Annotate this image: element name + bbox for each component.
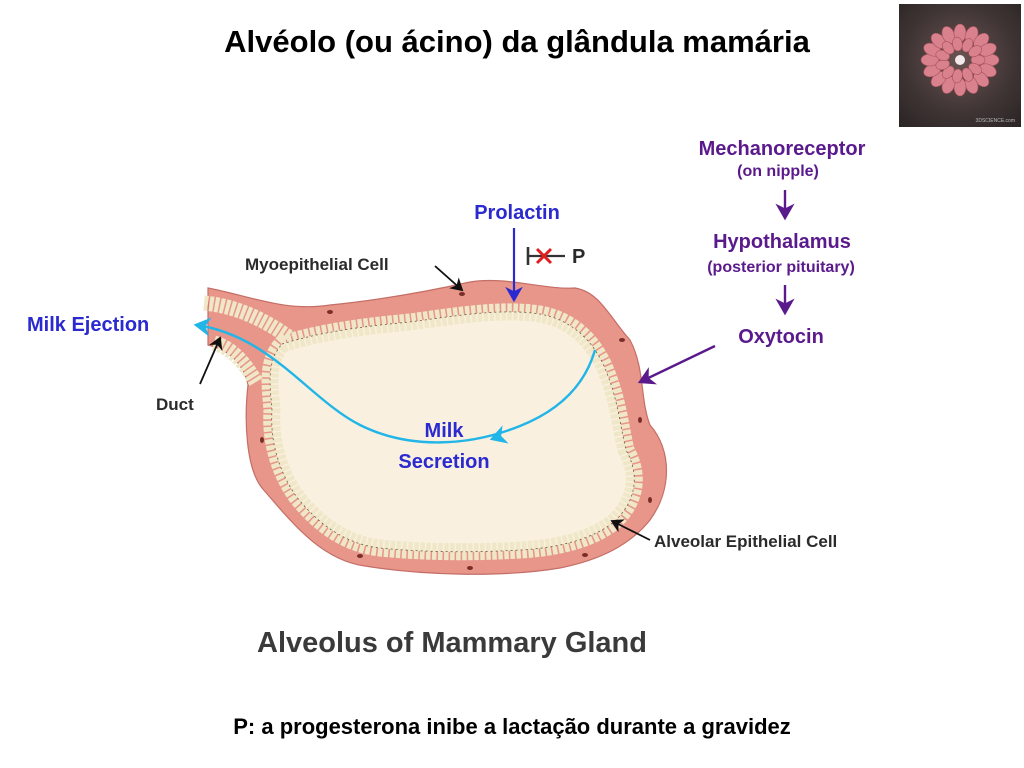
- alveolar-epithelial-cell-label: Alveolar Epithelial Cell: [654, 532, 837, 551]
- duct-label: Duct: [156, 395, 194, 414]
- milk-secretion-arrowhead: [489, 425, 509, 444]
- myoepithelial-cell-label: Myoepithelial Cell: [245, 255, 389, 274]
- thumbnail-caption: 3DSCIENCE.com: [975, 118, 1015, 124]
- duct-lower-wall: [211, 335, 263, 386]
- prolactin-label: Prolactin: [474, 202, 560, 224]
- oxytocin-label: Oxytocin: [738, 326, 824, 348]
- alveolus-3d-image: [920, 23, 1000, 97]
- nucleus: [357, 554, 363, 558]
- nucleus: [467, 566, 473, 570]
- nucleus: [648, 497, 652, 503]
- nucleus: [260, 437, 264, 443]
- inhibition-cross-icon: [535, 247, 553, 265]
- slide-title: Alvéolo (ou ácino) da glândula mamária: [224, 24, 810, 59]
- thumbnail-lobules: [920, 23, 1000, 97]
- secretion-label: Secretion: [398, 451, 489, 473]
- on-nipple-label: (on nipple): [737, 163, 819, 180]
- nucleus: [582, 553, 588, 557]
- thumbnail-lobule: [952, 36, 963, 52]
- posterior-pituitary-label: (posterior pituitary): [707, 259, 855, 276]
- oxytocin-arrow: [637, 344, 716, 385]
- nucleus: [619, 338, 625, 342]
- duct-pointer: [199, 336, 223, 385]
- milk-flow-arrow: [193, 317, 597, 444]
- thumbnail-center: [955, 55, 965, 65]
- thumbnail-lobule: [941, 41, 955, 55]
- thumbnail-lobule: [961, 67, 974, 82]
- alveolus-3d-thumbnail: 3DSCIENCE.com: [899, 4, 1021, 127]
- nucleus: [459, 292, 465, 296]
- milk-ejection-label: Milk Ejection: [27, 314, 149, 336]
- nucleus: [638, 417, 642, 423]
- hypothalamus-label: Hypothalamus: [713, 231, 851, 253]
- milk-label: Milk: [425, 420, 465, 442]
- duct-upper-wall: [203, 295, 295, 345]
- progesterone-label: P: [572, 246, 585, 268]
- thumbnail-lobule: [968, 45, 982, 58]
- mechanoreceptor-label: Mechanoreceptor: [699, 138, 866, 160]
- nucleus: [327, 310, 333, 314]
- myoepithelial-nuclei: [260, 292, 652, 570]
- progesterone-footnote: P: a progesterona inibe a lactação duran…: [233, 714, 791, 739]
- myoepithelial-pointer: [434, 265, 464, 292]
- diagram-caption: Alveolus of Mammary Gland: [257, 627, 647, 659]
- alveolar-cell-pointer: [610, 519, 651, 541]
